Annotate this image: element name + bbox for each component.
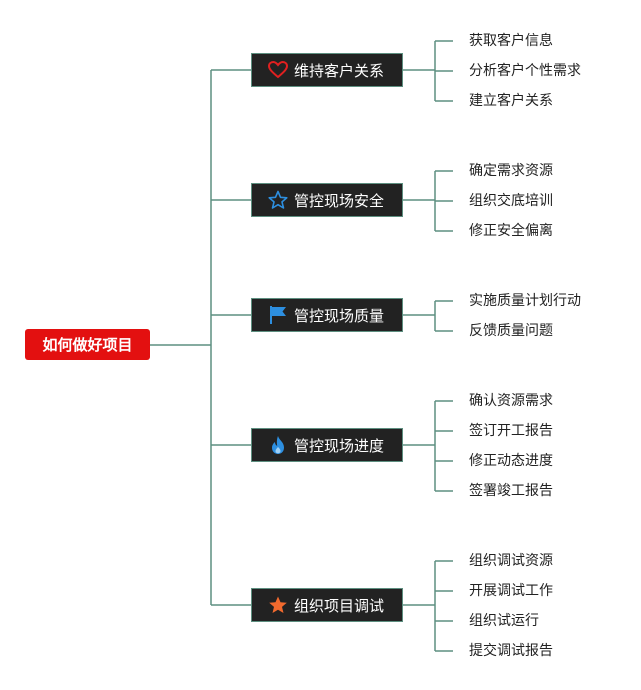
branch-label: 管控现场安全: [294, 191, 385, 210]
leaf-item[interactable]: 组织交底培训: [469, 193, 553, 209]
branch-node-site-safety[interactable]: 管控现场安全: [251, 183, 403, 217]
leaf-item[interactable]: 建立客户关系: [469, 93, 553, 109]
leaf-item[interactable]: 确认资源需求: [469, 393, 553, 409]
branch-label: 管控现场进度: [294, 436, 385, 455]
leaf-item[interactable]: 修正安全偏离: [469, 223, 553, 239]
heart-icon: [268, 60, 288, 80]
leaf-item[interactable]: 提交调试报告: [469, 643, 553, 659]
branch-node-maintain-customer[interactable]: 维持客户关系: [251, 53, 403, 87]
leaf-item[interactable]: 分析客户个性需求: [469, 63, 581, 79]
root-label: 如何做好项目: [42, 336, 133, 354]
leaf-item[interactable]: 修正动态进度: [469, 453, 553, 469]
branch-label: 组织项目调试: [294, 596, 385, 615]
leaf-item[interactable]: 实施质量计划行动: [469, 293, 581, 309]
leaf-item[interactable]: 组织调试资源: [469, 553, 553, 569]
flame-icon: [268, 435, 288, 455]
root-node[interactable]: 如何做好项目: [25, 329, 150, 360]
leaf-item[interactable]: 组织试运行: [469, 613, 539, 629]
leaf-item[interactable]: 获取客户信息: [469, 33, 553, 49]
flag-icon: [268, 305, 288, 325]
branch-label: 管控现场质量: [294, 306, 385, 325]
leaf-item[interactable]: 反馈质量问题: [469, 323, 553, 339]
leaf-item[interactable]: 签订开工报告: [469, 423, 553, 439]
branch-node-site-quality[interactable]: 管控现场质量: [251, 298, 403, 332]
leaf-item[interactable]: 确定需求资源: [469, 163, 553, 179]
leaf-item[interactable]: 开展调试工作: [469, 583, 553, 599]
star-filled-icon: [268, 595, 288, 615]
leaf-item[interactable]: 签署竣工报告: [469, 483, 553, 499]
star-outline-icon: [268, 190, 288, 210]
branch-node-site-progress[interactable]: 管控现场进度: [251, 428, 403, 462]
branch-label: 维持客户关系: [294, 61, 385, 80]
branch-node-commissioning[interactable]: 组织项目调试: [251, 588, 403, 622]
